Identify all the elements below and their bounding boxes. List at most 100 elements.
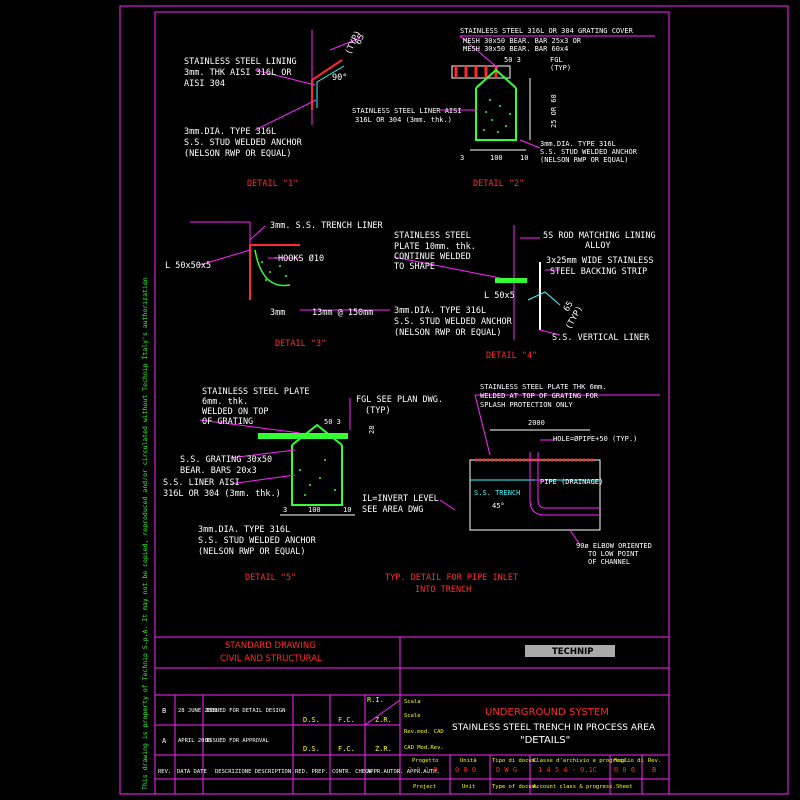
detail-pipe-inlet: STAINLESS STEEL PLATE THK 6mm. WELDED AT… (385, 383, 660, 595)
detail2-anchor-3: (NELSON RWP OR EQUAL) (540, 156, 629, 164)
side-copyright-note: This drawing is property of Technip S.p.… (141, 277, 149, 790)
pipe-plate-3: SPLASH PROTECTION ONLY (480, 401, 574, 409)
detail5-liner-1: S.S. LINER AISI (163, 478, 240, 488)
pipe-caption-2: INTO TRENCH (415, 585, 471, 595)
detail5-plate-3: WELDED ON TOP (202, 407, 269, 417)
scale-label-3: Rev.mod. CAD (404, 729, 444, 735)
detail2-anchor-2: S.S. STUD WELDED ANCHOR (540, 148, 638, 156)
detail5-plate-1: STAINLESS STEEL PLATE (202, 387, 309, 397)
pipe-caption-1: TYP. DETAIL FOR PIPE INLET (385, 573, 518, 583)
detail2-cover-3: MESH 30x50 BEAR. BAR 60x4 (463, 45, 568, 53)
rev-b-prep: D.S. (303, 716, 320, 724)
pipe-hole: HOLE=ØPIPE+50 (TYP.) (553, 435, 637, 443)
detail4-plate-4: TO SHAPE (394, 262, 435, 272)
detail4-plate-3: CONTINUE WELDED (394, 252, 471, 262)
detail2-liner-2: 316L OR 304 (3mm. thk.) (355, 116, 452, 124)
hdr-appr: APPR.AUTOR. APPR.AUTH. (367, 769, 440, 775)
code-unit-label: Unità (460, 757, 477, 764)
detail4-vertical: S.S. VERTICAL LINER (552, 333, 650, 343)
code-project-value: 2 0 1 0 (408, 766, 438, 774)
drawing-title: STAINLESS STEEL TRENCH IN PROCESS AREA (452, 723, 656, 733)
detail1-angle: 90° (332, 73, 347, 83)
hdr-check: CONTR. CHECK (332, 769, 372, 775)
detail3-caption: DETAIL "3" (275, 339, 326, 349)
pipe-trench: S.S. TRENCH (474, 489, 520, 497)
pipe-elbow-3: OF CHANNEL (588, 558, 630, 566)
detail5-caption: DETAIL "5" (245, 573, 296, 583)
detail4-rod-2: ALLOY (585, 241, 611, 251)
detail4-strip-2: STEEL BACKING STRIP (550, 267, 647, 277)
detail5-il-2: SEE AREA DWG (362, 505, 423, 515)
rev-a-date: APRIL 2000 (178, 738, 211, 744)
rev-b-date: 28 JUNE 2000 (178, 708, 218, 714)
rev-a-appr: Z.R. (375, 745, 392, 753)
detail5-dim-3: 3 (283, 506, 287, 514)
rev-b-appr: Z.R. (375, 716, 392, 724)
title-block: STANDARD DRAWING CIVIL AND STRUCTURAL TE… (154, 636, 670, 795)
pipe-angle: 45° (492, 502, 505, 510)
pipe-plate-2: WELDED AT TOP OF GRATING FOR (480, 392, 599, 400)
pipe-plate-1: STAINLESS STEEL PLATE THK 6mm. (480, 383, 606, 391)
detail2-dim-3: 3 (460, 154, 464, 162)
detail3-liner: 3mm. S.S. TRENCH LINER (270, 221, 383, 231)
detail2-dim-top: 50 3 (504, 56, 521, 64)
rev-ri: R.I. (367, 696, 384, 704)
detail1-caption: DETAIL "1" (247, 179, 298, 189)
detail4-anchor-1: 3mm.DIA. TYPE 316L (394, 306, 486, 316)
detail2-dim-10: 10 (520, 154, 528, 162)
scale-label-2: Scale (404, 713, 421, 719)
code-sheet-label: Foglio di (614, 758, 644, 764)
detail3-dim-pitch: 13mm @ 150mm (312, 308, 373, 318)
detail3-angle: L 50x50x5 (165, 261, 211, 271)
detail3-dim-3: 3mm (270, 308, 285, 318)
code-rev-label: Rev. (648, 758, 661, 764)
detail5-plate-2: 6mm. thk. (202, 397, 248, 407)
detail5-dim-28: 28 (368, 426, 376, 434)
detail4-dim: 65 (562, 300, 576, 314)
detail-3: 3mm. S.S. TRENCH LINER L 50x50x5 HOOKS Ø… (165, 221, 390, 349)
rev-b-desc: ISSUED FOR DETAIL DESIGN (206, 708, 285, 714)
detail5-grating-1: S.S. GRATING 30x50 (180, 455, 272, 465)
detail-2: STAINLESS STEEL 316L OR 304 GRATING COVE… (352, 27, 655, 189)
detail1-lining-1: STAINLESS STEEL LINING (184, 57, 297, 67)
detail4-rod-1: 5S ROD MATCHING LINING (543, 231, 656, 241)
detail-1: 65 (TYP) 90° STAINLESS STEEL LINING 3mm.… (184, 29, 367, 189)
detail2-cover-2: MESH 30x50 BEAR. BAR 25x3 OR (463, 37, 582, 45)
hdr-prep: RED. PREP. (295, 769, 328, 775)
code-class-label: Classe d'archivio e progress. (533, 758, 629, 764)
code-sheet-foot: Sheet (616, 784, 633, 790)
rev-a-id: A (162, 737, 167, 745)
detail5-liner-2: 316L OR 304 (3mm. thk.) (163, 489, 281, 499)
detail5-plate-4: OF GRATING (202, 417, 253, 427)
pipe-pipe: PIPE (DRAINAGE) (540, 478, 603, 486)
code-sheet-value: 6 0 6 (614, 766, 635, 774)
detail5-il-1: IL=INVERT LEVEL (362, 494, 439, 504)
detail1-lining-2: 3mm. THK AISI 316L OR (184, 68, 292, 78)
detail5-dim-top: 50 3 (324, 418, 341, 426)
code-unit-value: 0 0 0 (455, 766, 476, 774)
detail4-plate-2: PLATE 10mm. thk. (394, 242, 476, 252)
detail5-anchor-1: 3mm.DIA. TYPE 316L (198, 525, 290, 535)
detail4-anchor-3: (NELSON RWP OR EQUAL) (394, 328, 501, 338)
detail2-liner-1: STAINLESS STEEL LINER AISI (352, 107, 462, 115)
detail1-anchor-3: (NELSON RWP OR EQUAL) (184, 149, 291, 159)
detail2-anchor-1: 3mm.DIA. TYPE 316L (540, 140, 616, 148)
detail-5: STAINLESS STEEL PLATE 6mm. thk. WELDED O… (163, 387, 456, 583)
code-project-foot: Project (413, 784, 436, 790)
code-rev-value: B (652, 766, 656, 774)
hdr-rev: REV. (158, 769, 171, 775)
rev-a-desc: ISSUED FOR APPROVAL (206, 738, 270, 744)
standard-line-1: STANDARD DRAWING (225, 641, 316, 651)
detail1-dim: 65 (354, 33, 367, 47)
detail5-fgl-2: (TYP) (365, 406, 391, 416)
detail3-hooks: HOOKS Ø10 (278, 253, 324, 264)
detail2-dim-100: 100 (490, 154, 503, 162)
rev-b-id: B (162, 707, 166, 715)
detail2-caption: DETAIL "2" (473, 179, 524, 189)
standard-line-2: CIVIL AND STRUCTURAL (220, 654, 322, 664)
detail5-anchor-3: (NELSON RWP OR EQUAL) (198, 547, 305, 557)
detail4-strip-1: 3x25mm WIDE STAINLESS (546, 256, 653, 266)
detail5-anchor-2: S.S. STUD WELDED ANCHOR (198, 536, 317, 546)
company-logo-box (525, 645, 615, 657)
